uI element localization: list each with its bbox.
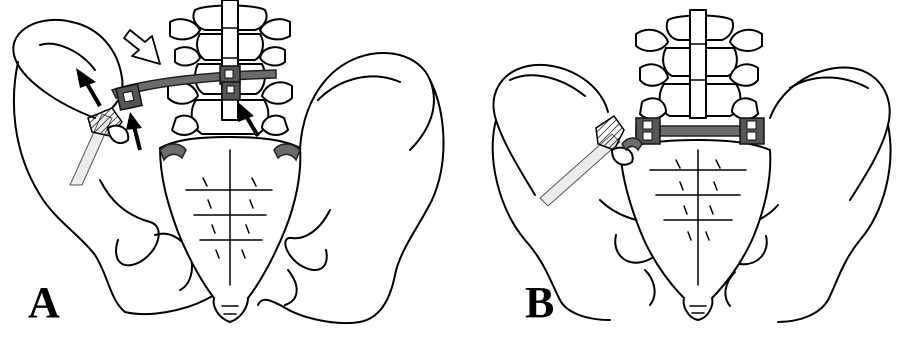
coccyx-b [684,298,713,320]
left-ischium [125,294,222,314]
right-iliac-wing-b [770,68,890,200]
left-iliac-crest [14,62,125,312]
reduction-arrow-icon [126,112,142,150]
panel-a-drawing [13,0,443,323]
sacrum-b [620,140,770,303]
panel-label-a: A [28,281,60,325]
right-ischium [258,300,360,323]
panel-b-drawing [493,10,891,322]
displacement-arrow-icon [124,30,160,64]
reduction-arrow-icon [76,68,100,106]
lumbar-spine-b [636,10,762,119]
right-iliac-crest-b [778,125,890,322]
left-iliac-wing [13,20,122,118]
iliac-fragment-b [596,116,624,150]
coccyx-a [214,298,248,322]
panel-label-b: B [525,281,554,325]
right-iliac-wing [300,53,434,150]
left-iliac-wing-b [494,65,608,195]
